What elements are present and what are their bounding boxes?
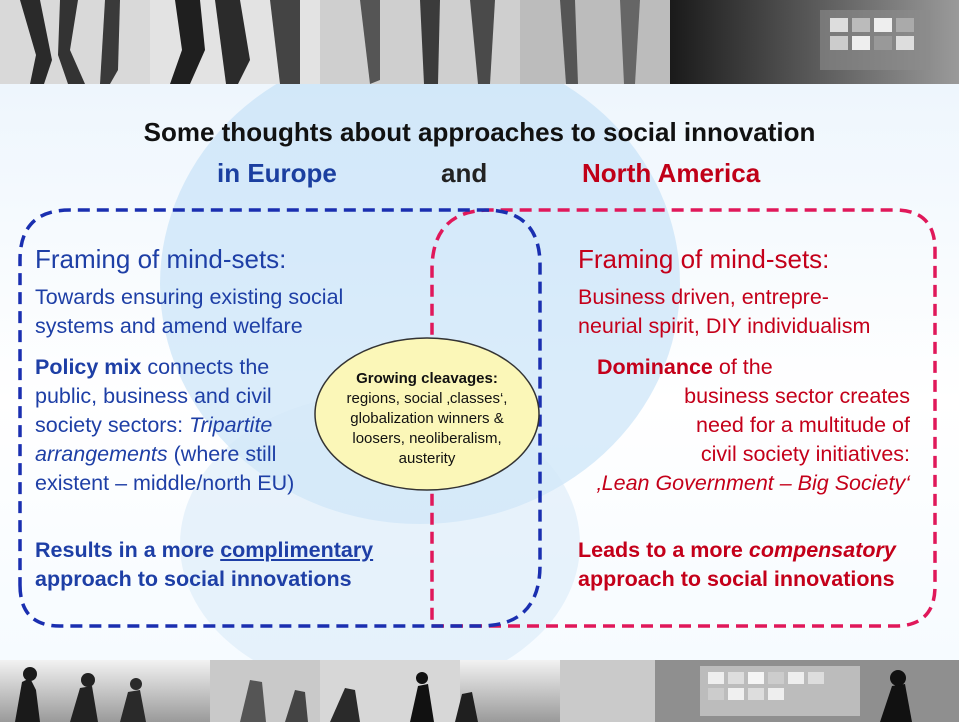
policy-mix-label: Policy mix bbox=[35, 355, 142, 379]
dominance-label: Dominance bbox=[597, 355, 713, 379]
bottom-photo-strip bbox=[0, 660, 959, 722]
top-photo-strip bbox=[0, 0, 959, 84]
north-america-dominance-text: Dominance of the business sector creates… bbox=[596, 355, 910, 495]
europe-result-text: Results in a more complimentary approach… bbox=[35, 538, 374, 591]
subtitle-europe: in Europe bbox=[217, 158, 337, 188]
europe-policy-text: Policy mix connects the public, business… bbox=[35, 355, 295, 495]
europe-heading: Framing of mind-sets: bbox=[35, 244, 287, 274]
cleavages-oval bbox=[314, 337, 540, 491]
north-america-frame bbox=[430, 208, 937, 628]
europe-mindset-text: Towards ensuring existing social systems… bbox=[35, 283, 343, 341]
cleavages-text: Growing cleavages: regions, social ‚clas… bbox=[313, 369, 541, 469]
subtitle-and: and bbox=[441, 158, 488, 188]
slide-title: Some thoughts about approaches to social… bbox=[143, 117, 816, 147]
north-america-result-text: Leads to a more compensatory approach to… bbox=[578, 538, 896, 591]
north-america-mindset-text: Business driven, entrepre- neurial spiri… bbox=[578, 285, 871, 338]
europe-mindset-line: systems and amend welfare bbox=[35, 314, 303, 338]
north-america-heading: Framing of mind-sets: bbox=[578, 244, 830, 274]
europe-frame bbox=[18, 208, 542, 628]
europe-mindset-line: Towards ensuring existing social bbox=[35, 285, 344, 309]
cleavages-heading: Growing cleavages: bbox=[356, 370, 498, 387]
subtitle-north-america: North America bbox=[582, 158, 761, 188]
